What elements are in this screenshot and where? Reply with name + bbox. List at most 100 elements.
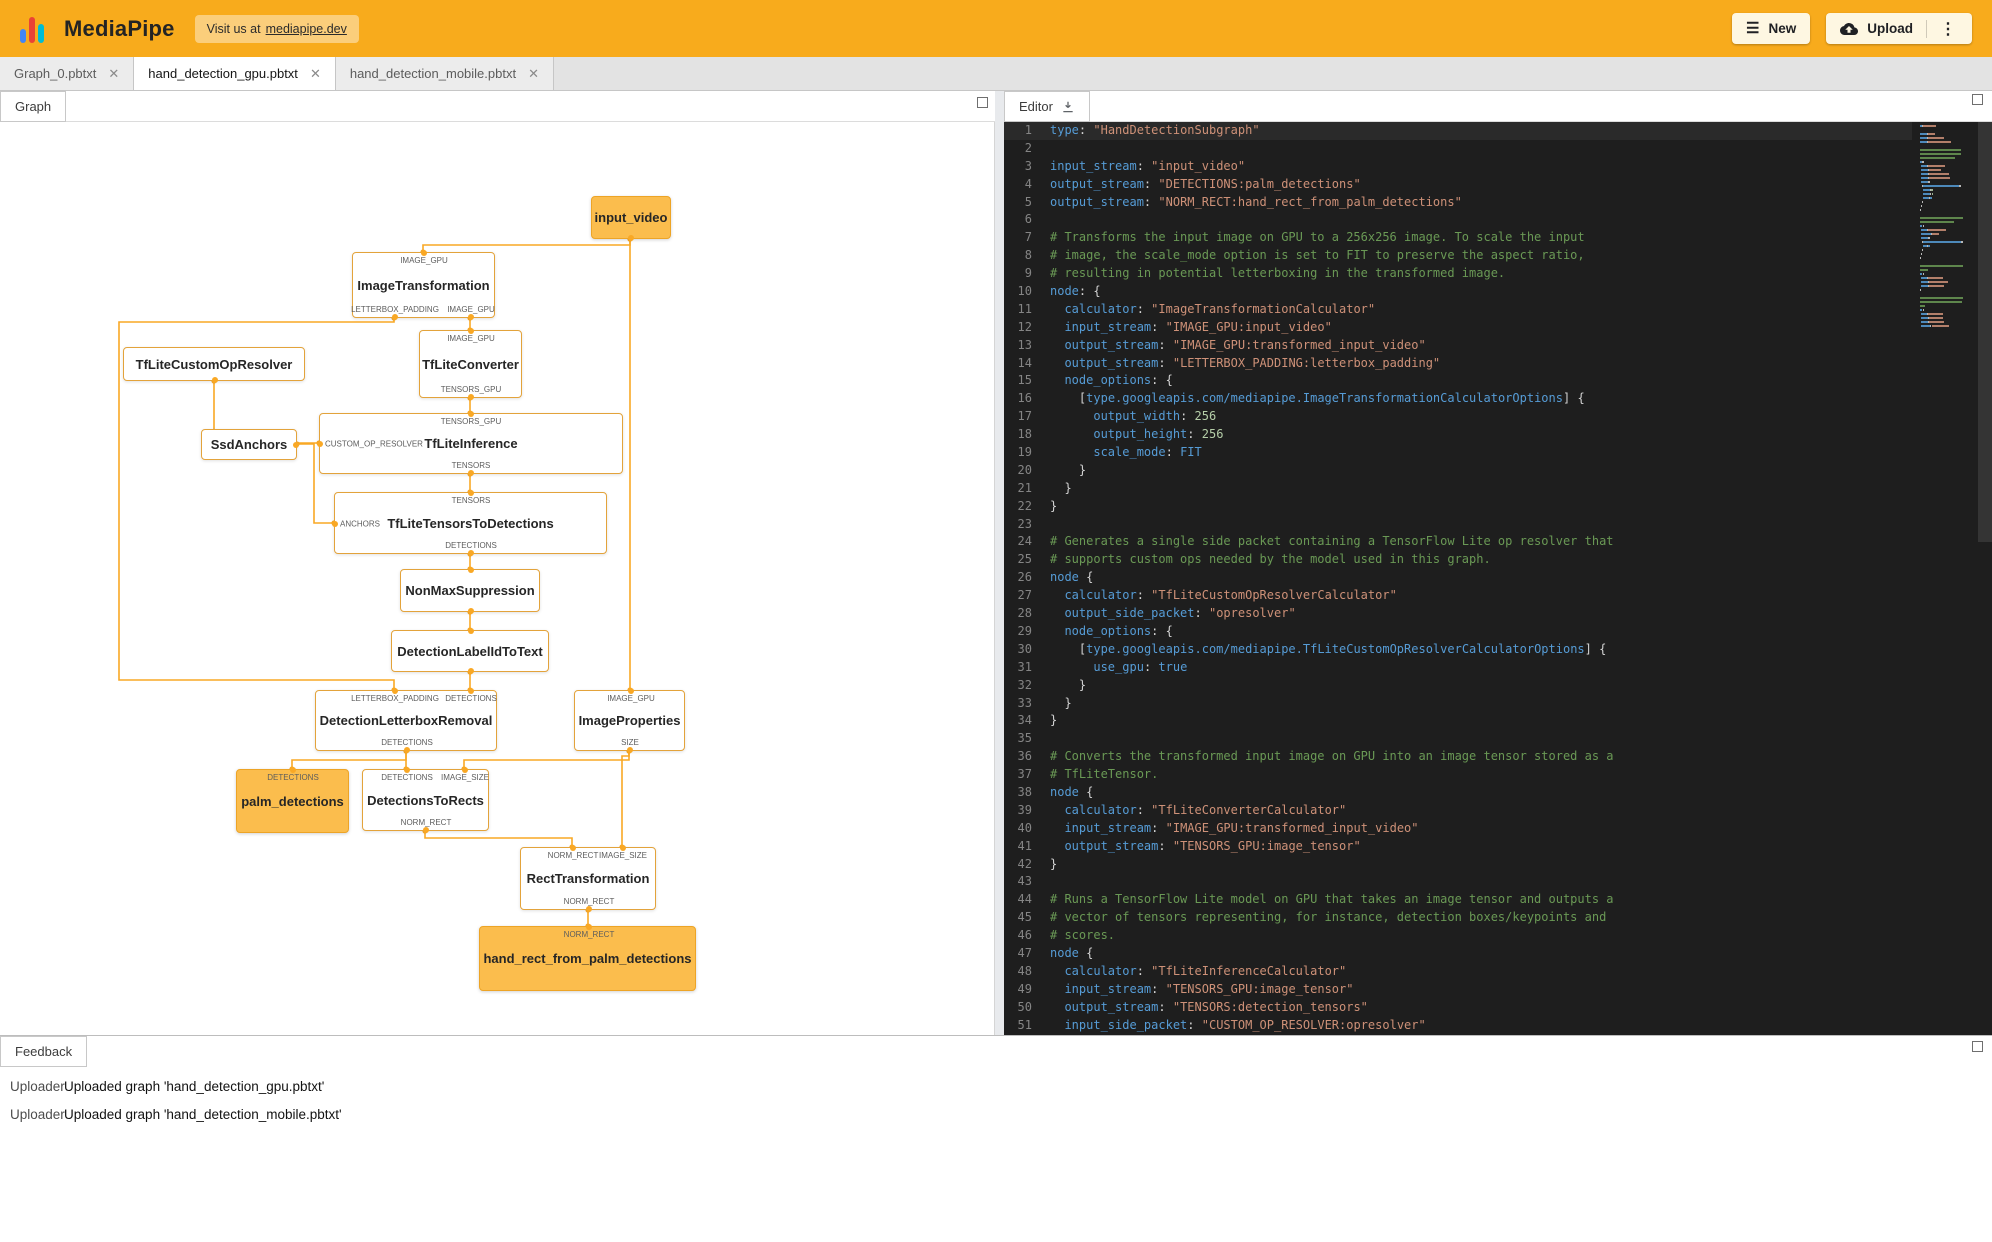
line-number: 17 [1017, 409, 1032, 424]
line-number: 8 [1024, 248, 1032, 263]
feedback-expand-icon[interactable] [1972, 1041, 1983, 1052]
close-icon[interactable]: ✕ [528, 65, 539, 81]
code-line: 49 input_stream: "TENSORS_GPU:image_tens… [1004, 981, 1912, 999]
line-number: 20 [1017, 462, 1032, 477]
line-number: 35 [1017, 731, 1032, 746]
editor-expand-icon[interactable] [1972, 94, 1983, 105]
line-number: 4 [1024, 176, 1032, 191]
button-divider [1926, 19, 1927, 38]
line-number: 12 [1017, 319, 1032, 334]
port-label: LETTERBOX_PADDING [351, 694, 439, 703]
port-dot [332, 521, 338, 527]
graph-node-detection_label_id_to_text[interactable]: DetectionLabelIdToText [391, 628, 549, 674]
port-dot [423, 827, 429, 833]
code-line: 42} [1004, 856, 1912, 874]
line-number: 26 [1017, 570, 1032, 585]
visit-label: Visit us at [206, 21, 261, 36]
graph-node-label: ImageTransformation [357, 277, 490, 293]
download-icon[interactable] [1061, 100, 1075, 114]
graph-expand-icon[interactable] [977, 97, 988, 108]
port-label: SIZE [621, 738, 639, 747]
line-number: 25 [1017, 552, 1032, 567]
editor-scrollbar[interactable] [1978, 122, 1992, 542]
code-line: 44# Runs a TensorFlow Lite model on GPU … [1004, 891, 1912, 909]
code-line: 51 input_side_packet: "CUSTOM_OP_RESOLVE… [1004, 1017, 1912, 1035]
close-icon[interactable]: ✕ [309, 65, 321, 81]
code-line: 22} [1004, 498, 1912, 516]
logo-bar [38, 23, 44, 43]
graph-node-non_max_suppression[interactable]: NonMaxSuppression [400, 567, 540, 614]
graph-node-label: DetectionsToRects [367, 792, 484, 808]
file-tab[interactable]: Graph_0.pbtxt✕ [0, 57, 135, 90]
port-dot [317, 441, 323, 447]
code-line: 25# supports custom ops needed by the mo… [1004, 551, 1912, 569]
port-dot [392, 688, 398, 694]
tab-graph[interactable]: Graph [0, 91, 67, 122]
new-button[interactable]: ☰ New [1732, 13, 1811, 44]
file-tab[interactable]: hand_detection_gpu.pbtxt✕ [134, 57, 336, 90]
port-dot [421, 250, 427, 256]
line-number: 10 [1017, 284, 1032, 299]
line-number: 33 [1017, 695, 1032, 710]
line-number: 14 [1017, 355, 1032, 370]
code-line: 39 calculator: "TfLiteConverterCalculato… [1004, 802, 1912, 820]
feedback-message: Uploaded graph 'hand_detection_mobile.pb… [64, 1106, 342, 1122]
tab-editor[interactable]: Editor [1004, 91, 1090, 122]
graph-node-tflite_custom_op_resolver[interactable]: TfLiteCustomOpResolver [123, 347, 305, 383]
graph-node-label: RectTransformation [526, 871, 650, 886]
code-line: 37# TfLiteTensor. [1004, 766, 1912, 784]
code-line: 19 scale_mode: FIT [1004, 444, 1912, 462]
editor-tab-label: Editor [1019, 99, 1053, 114]
port-dot [468, 567, 474, 573]
port-dot [586, 906, 592, 912]
line-number: 11 [1017, 301, 1032, 316]
more-options-icon[interactable]: ⋮ [1940, 20, 1956, 38]
new-icon: ☰ [1746, 20, 1760, 37]
code-line: 11 calculator: "ImageTransformationCalcu… [1004, 301, 1912, 319]
line-number: 44 [1017, 892, 1032, 907]
code-line: 48 calculator: "TfLiteInferenceCalculato… [1004, 963, 1912, 981]
code-line: 46# scores. [1004, 927, 1912, 945]
code-line: 6 [1004, 211, 1912, 229]
port-dot [468, 550, 474, 556]
feedback-source: Uploader [10, 1106, 65, 1122]
tab-feedback[interactable]: Feedback [0, 1036, 88, 1067]
line-number: 6 [1024, 212, 1032, 227]
line-number: 50 [1017, 999, 1032, 1014]
code-line: 12 input_stream: "IMAGE_GPU:input_video" [1004, 319, 1912, 337]
minimap[interactable] [1920, 122, 1978, 329]
code-line: 41 output_stream: "TENSORS_GPU:image_ten… [1004, 838, 1912, 856]
port-label: NORM_RECT [563, 897, 615, 906]
code-line: 17 output_width: 256 [1004, 408, 1912, 426]
feedback-source: Uploader [10, 1078, 65, 1094]
upload-button[interactable]: Upload ⋮ [1826, 13, 1972, 44]
visit-link[interactable]: mediapipe.dev [265, 21, 347, 36]
editor-tab-row: Editor [1004, 91, 1992, 122]
graph-node-label: TfLiteConverter [422, 356, 519, 372]
line-number: 7 [1024, 230, 1032, 245]
port-dot [628, 688, 634, 694]
port-label: TENSORS_GPU [440, 385, 502, 394]
port-dot [468, 470, 474, 476]
graph-node-input_video[interactable]: input_video [591, 196, 671, 241]
close-icon[interactable]: ✕ [108, 65, 120, 81]
line-number: 29 [1017, 623, 1032, 638]
file-tab[interactable]: hand_detection_mobile.pbtxt✕ [335, 57, 554, 90]
port-label: DETECTIONS [445, 694, 497, 703]
graph-node-ssd_anchors[interactable]: SsdAnchors [201, 429, 299, 460]
